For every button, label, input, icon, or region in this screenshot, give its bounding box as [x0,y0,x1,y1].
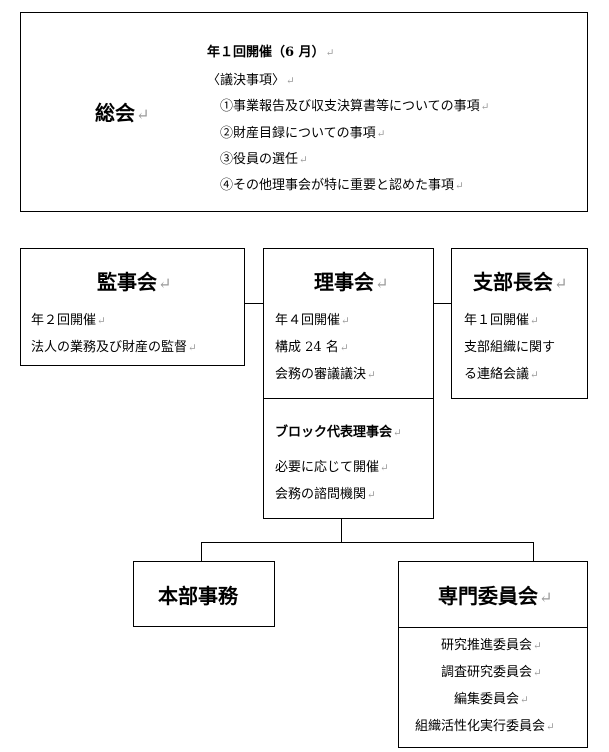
resolutions-header: 〈議決事項〉↵ [207,73,295,88]
board-title: 理事会↵ [314,270,389,294]
committees-box [398,561,588,748]
headquarters-title: 本部事務 [158,584,238,608]
block-reps-box [263,398,434,519]
resolution-item: ②財産目録についての事項↵ [220,126,386,141]
committee-item: 調査研究委員会↵ [441,665,542,680]
branch-heads-line: 年１回開催↵ [464,313,539,328]
resolution-item: ④その他理事会が特に重要と認めた事項↵ [220,178,464,193]
branch-heads-title: 支部長会↵ [473,270,568,294]
connector-board-branch [433,303,452,304]
block-reps-title: ブロック代表理事会↵ [275,425,402,440]
auditors-line: 年２回開催↵ [31,313,106,328]
block-reps-line: 会務の諮問機関↵ [275,487,376,502]
branch-heads-line: 支部組織に関す [464,340,556,355]
connector-board-down [341,518,342,542]
connector-to-committees [533,542,534,562]
connector-auditors-board [244,303,264,304]
auditors-box [20,248,245,366]
committee-item: 編集委員会↵ [454,692,529,707]
resolution-item: ①事業報告及び収支決算書等についての事項↵ [220,99,490,114]
committees-title: 専門委員会↵ [438,584,553,608]
connector-bottom-horizontal [201,542,534,543]
committee-item: 組織活性化実行委員会↵ [415,719,555,734]
general-assembly-meeting: 年１回開催（6 月）↵ [207,45,335,60]
branch-heads-line: る連絡会議↵ [464,367,539,382]
board-line: 会務の審議議決↵ [275,367,376,382]
block-reps-line: 必要に応じて開催↵ [275,460,389,475]
general-assembly-box [20,12,588,212]
board-line: 年４回開催↵ [275,313,350,328]
committees-divider [398,627,588,628]
headquarters-box [133,561,275,627]
resolution-item: ③役員の選任↵ [220,152,308,167]
connector-to-headquarters [201,542,202,562]
auditors-title: 監事会↵ [97,270,172,294]
board-line: 構成 24 名↵ [275,340,349,355]
committee-item: 研究推進委員会↵ [441,638,542,653]
general-assembly-title: 総会↵ [95,101,150,125]
auditors-line: 法人の業務及び財産の監督↵ [31,340,197,355]
branch-heads-box [451,248,588,399]
